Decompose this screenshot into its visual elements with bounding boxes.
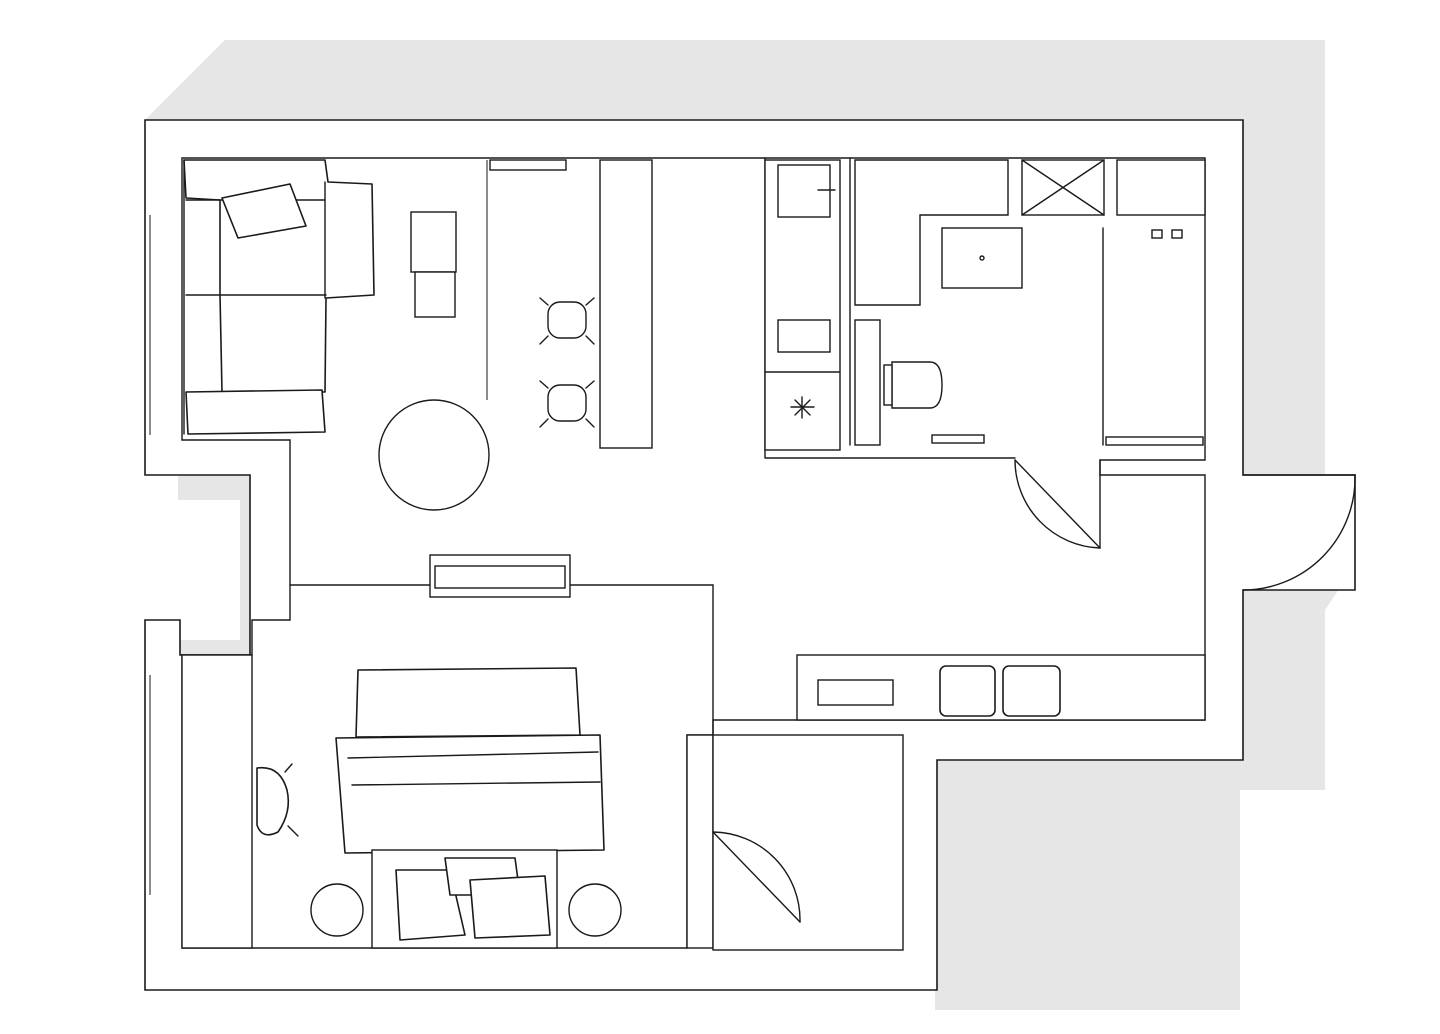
tap-icon — [1151, 229, 1183, 239]
duvet-fold-1 — [347, 751, 599, 759]
toilet-icon — [891, 361, 943, 409]
desk-chair — [256, 766, 290, 836]
sofa-pillow — [221, 183, 307, 239]
hallway — [429, 554, 1206, 721]
chair-leg-1 — [284, 763, 293, 773]
round-table — [378, 399, 490, 511]
kitchen-island — [599, 159, 653, 449]
kitchen — [539, 159, 841, 451]
storage-box — [1116, 159, 1206, 216]
bathroom — [854, 159, 1206, 446]
bathroom-door-swing — [1014, 459, 1101, 549]
side-cabinet-base — [414, 271, 456, 318]
nightstand-left — [310, 883, 364, 937]
toilet-tank — [883, 364, 893, 406]
sofa-arm — [185, 389, 326, 435]
bath-shelf — [931, 434, 985, 444]
storage-door-swing — [712, 831, 801, 923]
sink — [777, 319, 831, 353]
shower-tray — [941, 227, 1023, 289]
hall-pouf-1 — [939, 665, 996, 717]
wall-storage-block — [686, 734, 714, 949]
living-room — [183, 159, 567, 511]
bedroom-wardrobe — [181, 654, 253, 949]
storage-room — [712, 734, 904, 951]
bar-stool-2 — [539, 380, 595, 428]
bed-pillow — [355, 667, 581, 738]
shaft-cross-2 — [1021, 159, 1105, 216]
fridge — [777, 164, 831, 218]
bed-cushion-1 — [395, 869, 466, 941]
storage-door-leaf — [712, 831, 801, 923]
wall-shelf — [489, 159, 567, 171]
entrance-door-swing — [1242, 474, 1356, 591]
bathroom-door-leaf — [1014, 459, 1101, 549]
bedroom — [181, 654, 622, 949]
tv-screen — [434, 565, 566, 589]
bed-cushion-3 — [469, 875, 551, 939]
building-shadow-diagonal — [145, 40, 225, 120]
doors — [712, 459, 1356, 923]
duvet-fold-2 — [351, 781, 601, 786]
hall-bench — [817, 679, 894, 706]
bath-wall-block — [854, 159, 1009, 306]
hall-pouf-2 — [1002, 665, 1061, 717]
nightstand-right — [568, 883, 622, 937]
side-cabinet — [410, 211, 457, 273]
washer-shelf — [1105, 436, 1204, 446]
bath-inner-wall — [854, 319, 881, 446]
bar-stool-1 — [539, 297, 595, 345]
hob-icon — [790, 396, 815, 419]
bed-duvet — [335, 734, 605, 854]
chair-leg-2 — [287, 825, 299, 837]
shower-drain — [979, 255, 985, 261]
